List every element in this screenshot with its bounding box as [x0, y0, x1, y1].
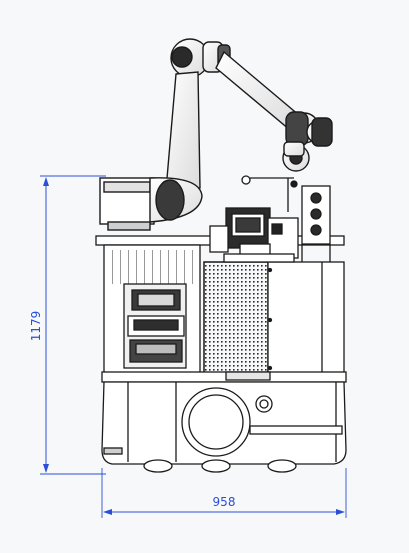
- wrist-joint: [282, 111, 333, 172]
- mobile-base: [101, 371, 347, 473]
- connector-panel: [301, 185, 331, 262]
- frame-cabinet: [95, 235, 345, 377]
- height-dimension: [40, 175, 106, 475]
- upper-arm-link: [165, 71, 201, 191]
- robot-arm: [99, 38, 333, 231]
- height-dimension-label: 1179: [29, 311, 43, 342]
- wheels: [143, 459, 297, 473]
- battery-module: [123, 283, 187, 369]
- base-joint: [99, 177, 203, 231]
- camera-mount: [241, 175, 298, 212]
- perforated-panel: [203, 261, 269, 375]
- width-dimension-label: 958: [213, 495, 236, 509]
- control-box: [209, 207, 299, 263]
- top-equipment: [209, 175, 331, 263]
- width-dimension: [101, 468, 347, 518]
- side-panel: [267, 261, 345, 377]
